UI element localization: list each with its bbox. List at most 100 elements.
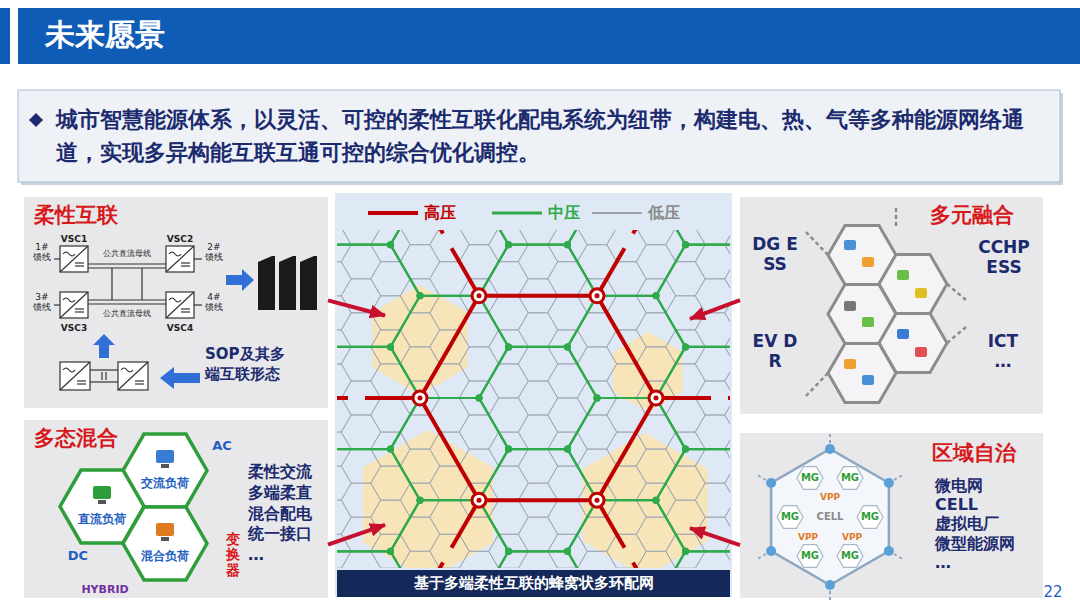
converter-symbol xyxy=(60,362,90,390)
decor-polygon xyxy=(725,230,730,262)
decor-rect xyxy=(915,347,927,357)
decor-polygon xyxy=(341,551,380,568)
decor-polygon xyxy=(341,483,380,517)
part-label: HYBRID xyxy=(81,584,128,597)
honeycomb-grid xyxy=(337,230,730,568)
decor-line xyxy=(77,383,86,384)
decor-polygon xyxy=(828,344,896,403)
decor-line xyxy=(88,263,166,264)
decor-polygon xyxy=(479,230,597,245)
node-text: 微电网 CELL 虚拟电厂 微型能源网 … xyxy=(935,476,1027,572)
converter-symbol xyxy=(118,362,148,390)
part-label: VSC3 xyxy=(61,323,87,333)
decor-rect xyxy=(862,317,874,327)
decor-line xyxy=(88,299,166,300)
decor-polygon xyxy=(777,506,803,529)
node-text: 柔性交流 多端柔直 混合配电 统一接口 … xyxy=(248,462,322,566)
decor-line xyxy=(181,311,190,312)
decor-line xyxy=(166,292,194,318)
decor-circle xyxy=(387,446,394,453)
legend-text: 中压 xyxy=(548,203,580,223)
decor-line xyxy=(111,268,112,300)
decor-circle xyxy=(564,343,571,350)
decor-circle xyxy=(653,497,660,504)
decor-circle xyxy=(682,241,689,248)
converter-symbol xyxy=(166,246,194,272)
decor-rect xyxy=(897,329,909,339)
decor-polygon xyxy=(337,347,420,449)
substation-node xyxy=(595,498,600,503)
decor-line xyxy=(166,246,194,272)
decor-path xyxy=(169,252,181,256)
part-label: VSC1 xyxy=(61,234,87,244)
decor-rect xyxy=(862,375,874,385)
decor-circle xyxy=(505,446,512,453)
decor-line xyxy=(75,308,84,309)
part-label: MG xyxy=(841,550,859,562)
decor-polygon xyxy=(725,500,730,534)
panel-heading: 柔性互联 xyxy=(34,203,118,228)
legend-line xyxy=(368,211,418,215)
decor-polygon xyxy=(695,449,730,483)
decor-line xyxy=(432,563,444,568)
decor-polygon xyxy=(341,313,380,347)
decor-circle xyxy=(564,343,571,350)
statement-box: 城市智慧能源体系，以灵活、可控的柔性互联化配电系统为纽带，构建电、热、气等多种能… xyxy=(18,90,1060,182)
part-label: AC xyxy=(212,439,232,454)
decor-polygon xyxy=(400,551,439,568)
decor-polygon xyxy=(518,449,557,483)
decor-rect xyxy=(844,240,856,250)
decor-circle xyxy=(653,292,660,299)
decor-polygon xyxy=(518,245,557,279)
legend-text: 低压 xyxy=(648,203,680,223)
decor-polygon xyxy=(636,551,675,568)
decor-line xyxy=(75,311,84,312)
decor-circle xyxy=(417,292,424,299)
decor-circle xyxy=(564,446,571,453)
part-label: CELL xyxy=(817,511,844,523)
converter-symbol xyxy=(166,292,194,318)
decor-circle xyxy=(564,241,571,248)
node-text: SOP及其多端互联形态 xyxy=(205,345,291,384)
decor-polygon xyxy=(656,347,730,449)
decor-polygon xyxy=(695,347,730,381)
decor-circle xyxy=(682,446,689,453)
decor-line xyxy=(633,230,645,233)
high-voltage-ring xyxy=(337,230,730,568)
decor-polygon xyxy=(479,347,597,449)
part-label: DC xyxy=(68,549,88,564)
decor-polygon xyxy=(518,381,557,415)
flow-arrow xyxy=(160,367,200,389)
decor-circle xyxy=(682,446,689,453)
decor-circle xyxy=(387,446,394,453)
decor-circle xyxy=(884,478,894,488)
decor-line xyxy=(75,265,84,266)
panel-heading: 多态混合 xyxy=(34,426,118,451)
decor-path xyxy=(63,298,75,302)
decor-line xyxy=(181,262,190,263)
decor-circle xyxy=(884,546,894,556)
decor-line xyxy=(60,292,88,318)
decor-line xyxy=(60,362,90,390)
decor-circle xyxy=(387,241,394,248)
legend-samples xyxy=(368,213,642,214)
decor-circle xyxy=(505,343,512,350)
decor-polygon xyxy=(656,551,730,568)
decor-circle xyxy=(682,548,689,555)
mid-voltage-grid xyxy=(337,230,730,568)
node-text: 基于多端柔性互联的蜂窝状多环配网 xyxy=(337,570,730,597)
decor-circle xyxy=(387,548,394,555)
decor-circle xyxy=(682,343,689,350)
sop-schematic xyxy=(54,246,202,390)
decor-line xyxy=(105,372,106,380)
flow-arrow xyxy=(226,269,254,291)
decor-circle xyxy=(387,343,394,350)
load-icon xyxy=(156,450,174,468)
decor-polygon xyxy=(771,449,889,585)
decor-rect xyxy=(166,292,194,318)
substation-node xyxy=(472,289,486,303)
decor-line xyxy=(60,246,88,272)
decor-circle xyxy=(387,241,394,248)
part-label: VPP xyxy=(798,532,818,542)
